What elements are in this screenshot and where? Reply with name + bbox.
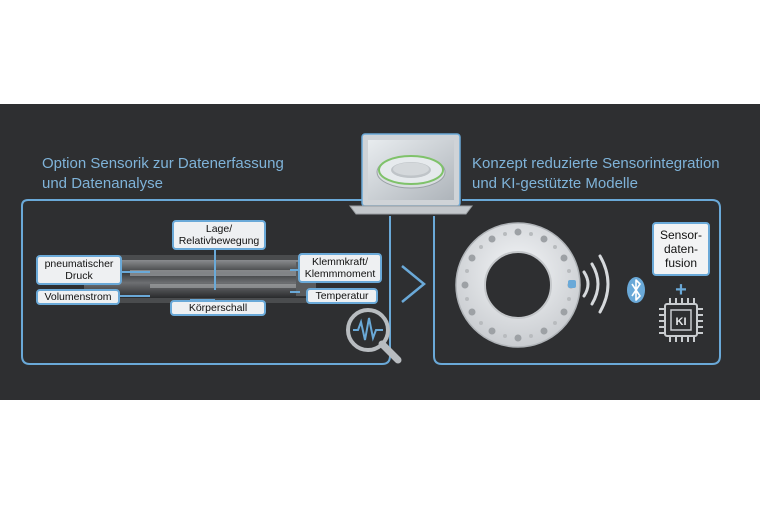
arrow-right-icon — [401, 265, 426, 303]
left-heading-line1: Option Sensorik zur Datenerfassung — [42, 155, 284, 172]
magnifier-waveform-icon — [346, 308, 402, 364]
label-structure-borne-sound: Körperschall — [170, 300, 266, 316]
label-temperature: Temperatur — [306, 288, 378, 304]
label-position: Lage/ Relativbewegung — [172, 220, 266, 250]
left-frame — [21, 199, 391, 365]
ai-chip-icon: KI — [659, 298, 703, 342]
bluetooth-icon — [627, 277, 645, 303]
label-pneumatic-pressure: pneumatischer Druck — [36, 255, 122, 285]
right-frame — [433, 199, 721, 365]
right-heading-line1: Konzept reduzierte Sensorintegration — [472, 155, 720, 172]
sensor-data-fusion-box: Sensor- daten- fusion — [652, 222, 710, 276]
left-heading-line2: und Datenanalyse — [42, 175, 163, 192]
plus-sign: + — [675, 279, 687, 301]
ai-chip-label: KI — [676, 316, 687, 328]
label-clamping-force: Klemmkraft/ Klemmmoment — [298, 253, 382, 283]
wireless-signal-icon — [582, 254, 610, 314]
sensor-ring-image — [455, 222, 581, 348]
label-volume-flow: Volumenstrom — [36, 289, 120, 305]
laptop-icon — [349, 133, 473, 215]
right-heading-line2: und KI-gestützte Modelle — [472, 175, 638, 192]
